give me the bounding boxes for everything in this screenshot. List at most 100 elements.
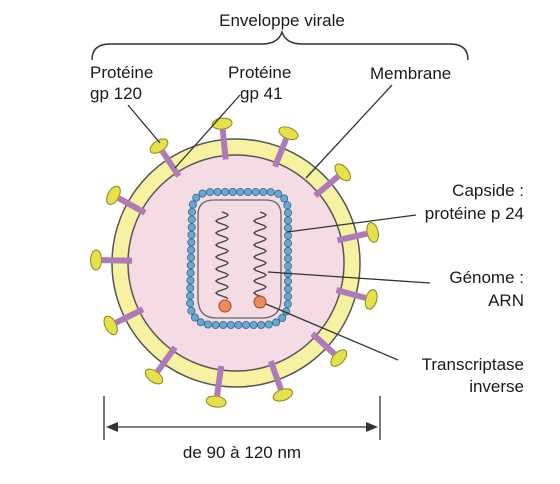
label-gp120-line1: Protéine — [90, 63, 153, 82]
capsid-bead — [283, 223, 292, 232]
glycoprotein-spike — [267, 360, 293, 402]
capsid-bead — [192, 193, 201, 202]
glycoprotein-spikes — [90, 117, 379, 408]
capsid-bead — [196, 318, 205, 327]
capsid-bead — [283, 292, 292, 301]
capsid-bead — [221, 187, 230, 196]
gp41-stem — [214, 365, 225, 397]
gp41-stem — [219, 129, 229, 160]
gp120-knob — [205, 395, 227, 408]
gp41-stem — [335, 287, 367, 301]
gp120-knob — [144, 368, 164, 385]
gp41-stem — [117, 195, 147, 216]
capsid-bead — [257, 320, 266, 329]
capsid-bead — [236, 187, 245, 196]
capsid-bead — [249, 320, 258, 329]
label-genome-line2: ARN — [488, 291, 524, 310]
dimension-indicator — [103, 396, 381, 440]
leader-membrane — [305, 84, 393, 179]
leader-transcriptase — [265, 303, 399, 361]
rna-strand-right — [252, 211, 268, 297]
label-gp41-line2: gp 41 — [240, 84, 283, 103]
label-transcriptase-line2: inverse — [469, 377, 524, 396]
label-gp41-line1: Protéine — [228, 63, 291, 82]
capsid-bead — [186, 284, 195, 293]
leader-gp120 — [127, 104, 161, 144]
capsid-bead — [187, 223, 196, 232]
reverse-transcriptase-right — [253, 295, 267, 309]
leader-genome — [267, 271, 431, 284]
label-capsid-line2: protéine p 24 — [425, 204, 524, 223]
rna-genome — [214, 211, 268, 313]
capsid-bead — [198, 189, 207, 198]
capsid-bead — [186, 299, 195, 308]
capsid-bead — [283, 284, 292, 293]
gp41-stem — [336, 230, 368, 244]
capsid-bead — [205, 188, 214, 197]
capsid-bead — [190, 313, 199, 322]
label-transcriptase-line1: Transcriptase — [422, 355, 524, 374]
capsid-bead — [266, 188, 275, 197]
capsid-bead — [187, 207, 196, 216]
glycoprotein-spike — [310, 331, 348, 367]
capsid-bead — [272, 318, 281, 327]
dimension-arrowhead-left — [106, 422, 118, 432]
gp120-knob — [330, 349, 348, 367]
capsid-bead — [187, 306, 196, 315]
capsid-bead — [264, 320, 273, 329]
glycoprotein-spike — [335, 287, 378, 310]
capsid-bead — [283, 277, 292, 286]
capsid-bead — [243, 187, 252, 196]
gp120-knob — [364, 289, 378, 310]
capsid-bead — [186, 291, 195, 300]
capsid-bead — [241, 320, 250, 329]
glycoprotein-spike — [90, 249, 133, 271]
label-gp120-line2: gp 120 — [90, 84, 142, 103]
capsid-bead — [186, 253, 195, 262]
envelope-brace — [91, 29, 469, 61]
glycoprotein-spike — [272, 126, 299, 168]
gp41-stem — [101, 257, 133, 264]
glycoprotein-spike — [149, 138, 182, 178]
capsid-bead — [283, 239, 292, 248]
capsid-bead — [186, 261, 195, 270]
capsid-bead — [219, 320, 228, 329]
capsid-bead — [251, 187, 260, 196]
capsid-bead — [283, 216, 292, 225]
capsid-bead — [234, 320, 243, 329]
rna-strand-left — [214, 211, 230, 300]
envelope-title: Enveloppe virale — [219, 11, 345, 30]
capsid-bead — [187, 245, 196, 254]
gp120-knob — [149, 138, 169, 154]
capsid-bead — [228, 187, 237, 196]
capsid-inner-wall — [197, 199, 282, 319]
capsid-bead — [283, 246, 292, 255]
label-membrane: Membrane — [370, 64, 451, 83]
gp120-knob — [366, 222, 379, 243]
gp120-knob — [278, 126, 299, 141]
leader-gp41 — [174, 94, 241, 169]
capsid-bead — [226, 320, 235, 329]
reverse-transcriptase-left — [218, 299, 232, 313]
gp41-stem — [155, 345, 178, 374]
glycoprotein-spike — [103, 306, 145, 336]
glycoprotein-spike — [336, 222, 379, 244]
capsid-bead — [278, 313, 287, 322]
capsid-p24-beads — [186, 187, 292, 329]
gp120-knob — [272, 388, 293, 402]
gp41-stem — [310, 331, 337, 357]
label-capsid-line1: Capside : — [452, 181, 524, 200]
capsid-bead — [187, 215, 196, 224]
gp120-knob — [106, 185, 121, 205]
capsid-bead — [283, 262, 292, 271]
capsid-bead — [283, 254, 292, 263]
capsid-bead — [283, 208, 292, 217]
capsid-bead — [280, 194, 289, 203]
glycoprotein-spike — [144, 345, 178, 385]
leader-lines — [127, 84, 431, 361]
capsid-bead — [283, 231, 292, 240]
glycoprotein-spike — [205, 365, 227, 408]
capsid-bead — [274, 189, 283, 198]
capsid-bead — [283, 201, 292, 210]
